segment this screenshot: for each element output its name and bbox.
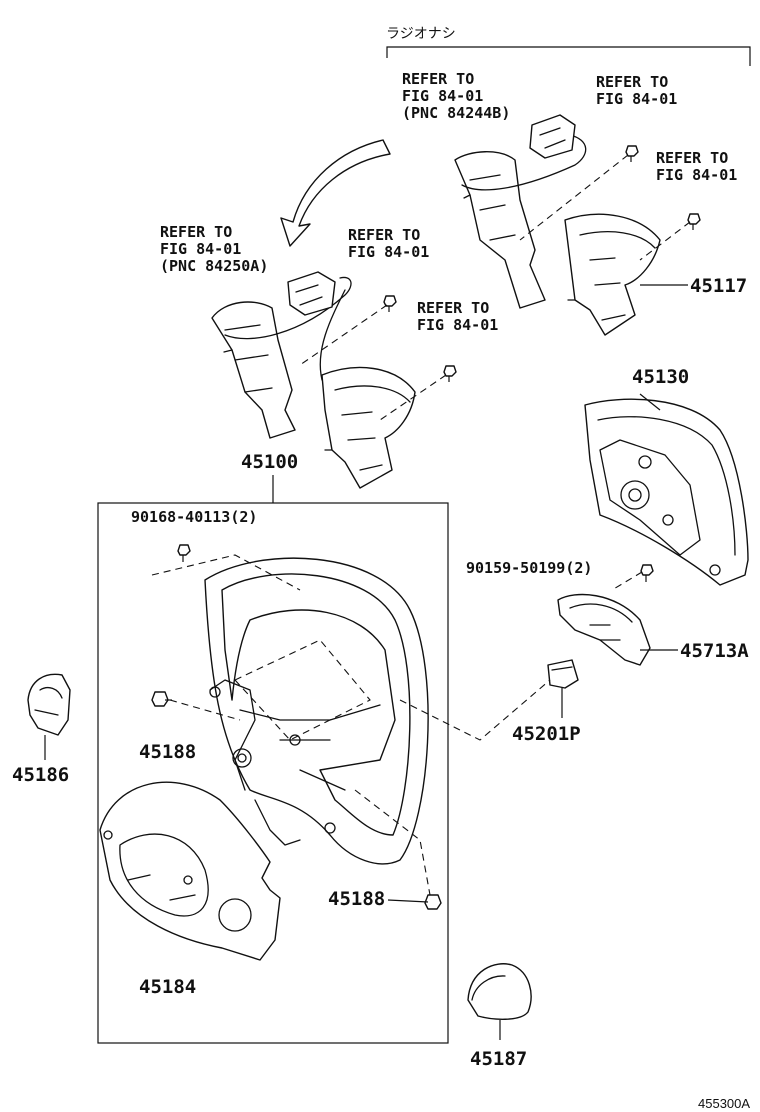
group-title: ラジオナシ <box>386 26 456 42</box>
steering-wheel-45100 <box>204 557 429 865</box>
label-refer-d: REFER TO FIG 84-01 (PNC 84250A) <box>160 223 268 275</box>
svg-text:REFER TO: REFER TO <box>402 70 474 88</box>
label-refer-e: REFER TO FIG 84-01 <box>348 226 429 261</box>
assembly-arrow <box>280 139 391 247</box>
label-refer-b: REFER TO FIG 84-01 <box>596 73 677 108</box>
screw-45188-lower <box>424 894 442 910</box>
group-bracket: ラジオナシ <box>386 26 751 66</box>
svg-text:FIG 84-01: FIG 84-01 <box>402 87 483 105</box>
label-refer-c: REFER TO FIG 84-01 <box>656 149 737 184</box>
svg-text:(PNC 84250A): (PNC 84250A) <box>160 257 268 275</box>
switch-assembly-upper-right <box>564 213 661 336</box>
pad-45186 <box>27 673 71 760</box>
screw-90168 <box>177 544 191 562</box>
part-number-45201P: 45201P <box>512 723 581 745</box>
part-number-45184: 45184 <box>139 976 196 998</box>
part-number-45187: 45187 <box>470 1048 527 1070</box>
damper-45201P <box>547 659 579 718</box>
svg-text:FIG 84-01: FIG 84-01 <box>596 90 677 108</box>
part-number-45100: 45100 <box>241 451 298 473</box>
label-refer-a: REFER TO FIG 84-01 (PNC 84244B) <box>402 70 510 122</box>
screw-45188-upper <box>151 691 172 707</box>
label-leaders <box>387 284 688 903</box>
drawing-code: 455300A <box>698 1096 750 1111</box>
svg-text:FIG 84-01: FIG 84-01 <box>160 240 241 258</box>
dashed-leaders-upper <box>299 154 691 421</box>
part-number-90159: 90159-50199(2) <box>466 559 592 577</box>
dashed-leaders-wheel <box>151 554 551 896</box>
part-number-45188-lower: 45188 <box>328 888 385 910</box>
part-number-45130: 45130 <box>632 366 689 388</box>
cap-45187 <box>467 963 532 1040</box>
switch-assembly-center <box>321 366 416 489</box>
part-number-45188-upper: 45188 <box>139 741 196 763</box>
svg-text:FIG 84-01: FIG 84-01 <box>348 243 429 261</box>
svg-text:REFER TO: REFER TO <box>656 149 728 167</box>
part-number-45186: 45186 <box>12 764 69 786</box>
svg-text:REFER TO: REFER TO <box>160 223 232 241</box>
airbag-45130 <box>584 393 749 586</box>
svg-text:FIG 84-01: FIG 84-01 <box>656 166 737 184</box>
switch-assembly-upper <box>454 114 587 309</box>
svg-text:(PNC 84244B): (PNC 84244B) <box>402 104 510 122</box>
part-number-90168: 90168-40113(2) <box>131 508 257 526</box>
switch-assembly-left <box>211 271 352 439</box>
svg-text:REFER TO: REFER TO <box>348 226 420 244</box>
lower-cover-45184 <box>99 781 281 961</box>
svg-text:REFER TO: REFER TO <box>596 73 668 91</box>
svg-text:REFER TO: REFER TO <box>417 299 489 317</box>
part-number-45713A: 45713A <box>680 640 749 662</box>
svg-text:FIG 84-01: FIG 84-01 <box>417 316 498 334</box>
part-number-45117: 45117 <box>690 275 747 297</box>
screws-upper <box>383 145 701 382</box>
label-refer-f: REFER TO FIG 84-01 <box>417 299 498 334</box>
wheel-group-frame <box>97 475 449 1044</box>
cover-45713A <box>557 593 678 666</box>
screw-90159 <box>611 564 654 591</box>
